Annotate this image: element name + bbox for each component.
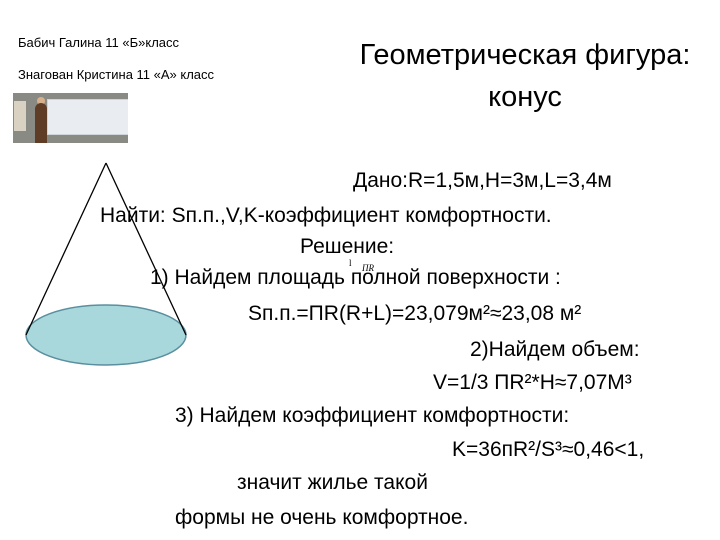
solution-heading: Решение: xyxy=(300,235,395,258)
step-1-line: 1) Найдем площадь полной поверхности : xyxy=(150,266,561,289)
photo-person xyxy=(35,103,47,143)
title-line-1: Геометрическая фигура: xyxy=(359,39,691,71)
find-line: Найти: Sп.п.,V,K-коэффициент комфортност… xyxy=(100,204,552,227)
cone-right-edge xyxy=(105,162,187,336)
step-2-line: 2)Найдем объем: xyxy=(470,338,640,361)
cone-base xyxy=(25,304,187,366)
photo-whiteboard xyxy=(47,99,128,135)
photo-cabinet xyxy=(14,101,26,131)
slide-title: Геометрическая фигура: конус xyxy=(330,34,720,118)
given-line: Дано:R=1,5м,H=3м,L=3,4м xyxy=(353,169,612,192)
conclusion-line-2: формы не очень комфортное. xyxy=(175,506,469,529)
cone-label-side: l xyxy=(349,258,352,268)
step-3-line: 3) Найдем коэффициент комфортности: xyxy=(175,404,570,427)
author-2: Знагован Кристина 11 «А» класс xyxy=(18,67,215,82)
photo-person-head xyxy=(37,97,45,105)
author-1: Бабич Галина 11 «Б»класс xyxy=(18,35,180,50)
classroom-photo xyxy=(13,93,128,143)
cone-label-center: ПR xyxy=(361,263,374,273)
volume-formula: V=1/3 ПR²*H≈7,07М³ xyxy=(433,371,632,394)
title-line-2: конус xyxy=(488,81,562,113)
surface-formula: Sп.п.=ПR(R+L)=23,079м²≈23,08 м² xyxy=(248,302,582,325)
conclusion-line-1: значит жилье такой xyxy=(237,471,428,494)
cone-left-edge xyxy=(25,162,107,336)
comfort-formula: K=36пR²/S³≈0,46<1, xyxy=(452,438,645,461)
